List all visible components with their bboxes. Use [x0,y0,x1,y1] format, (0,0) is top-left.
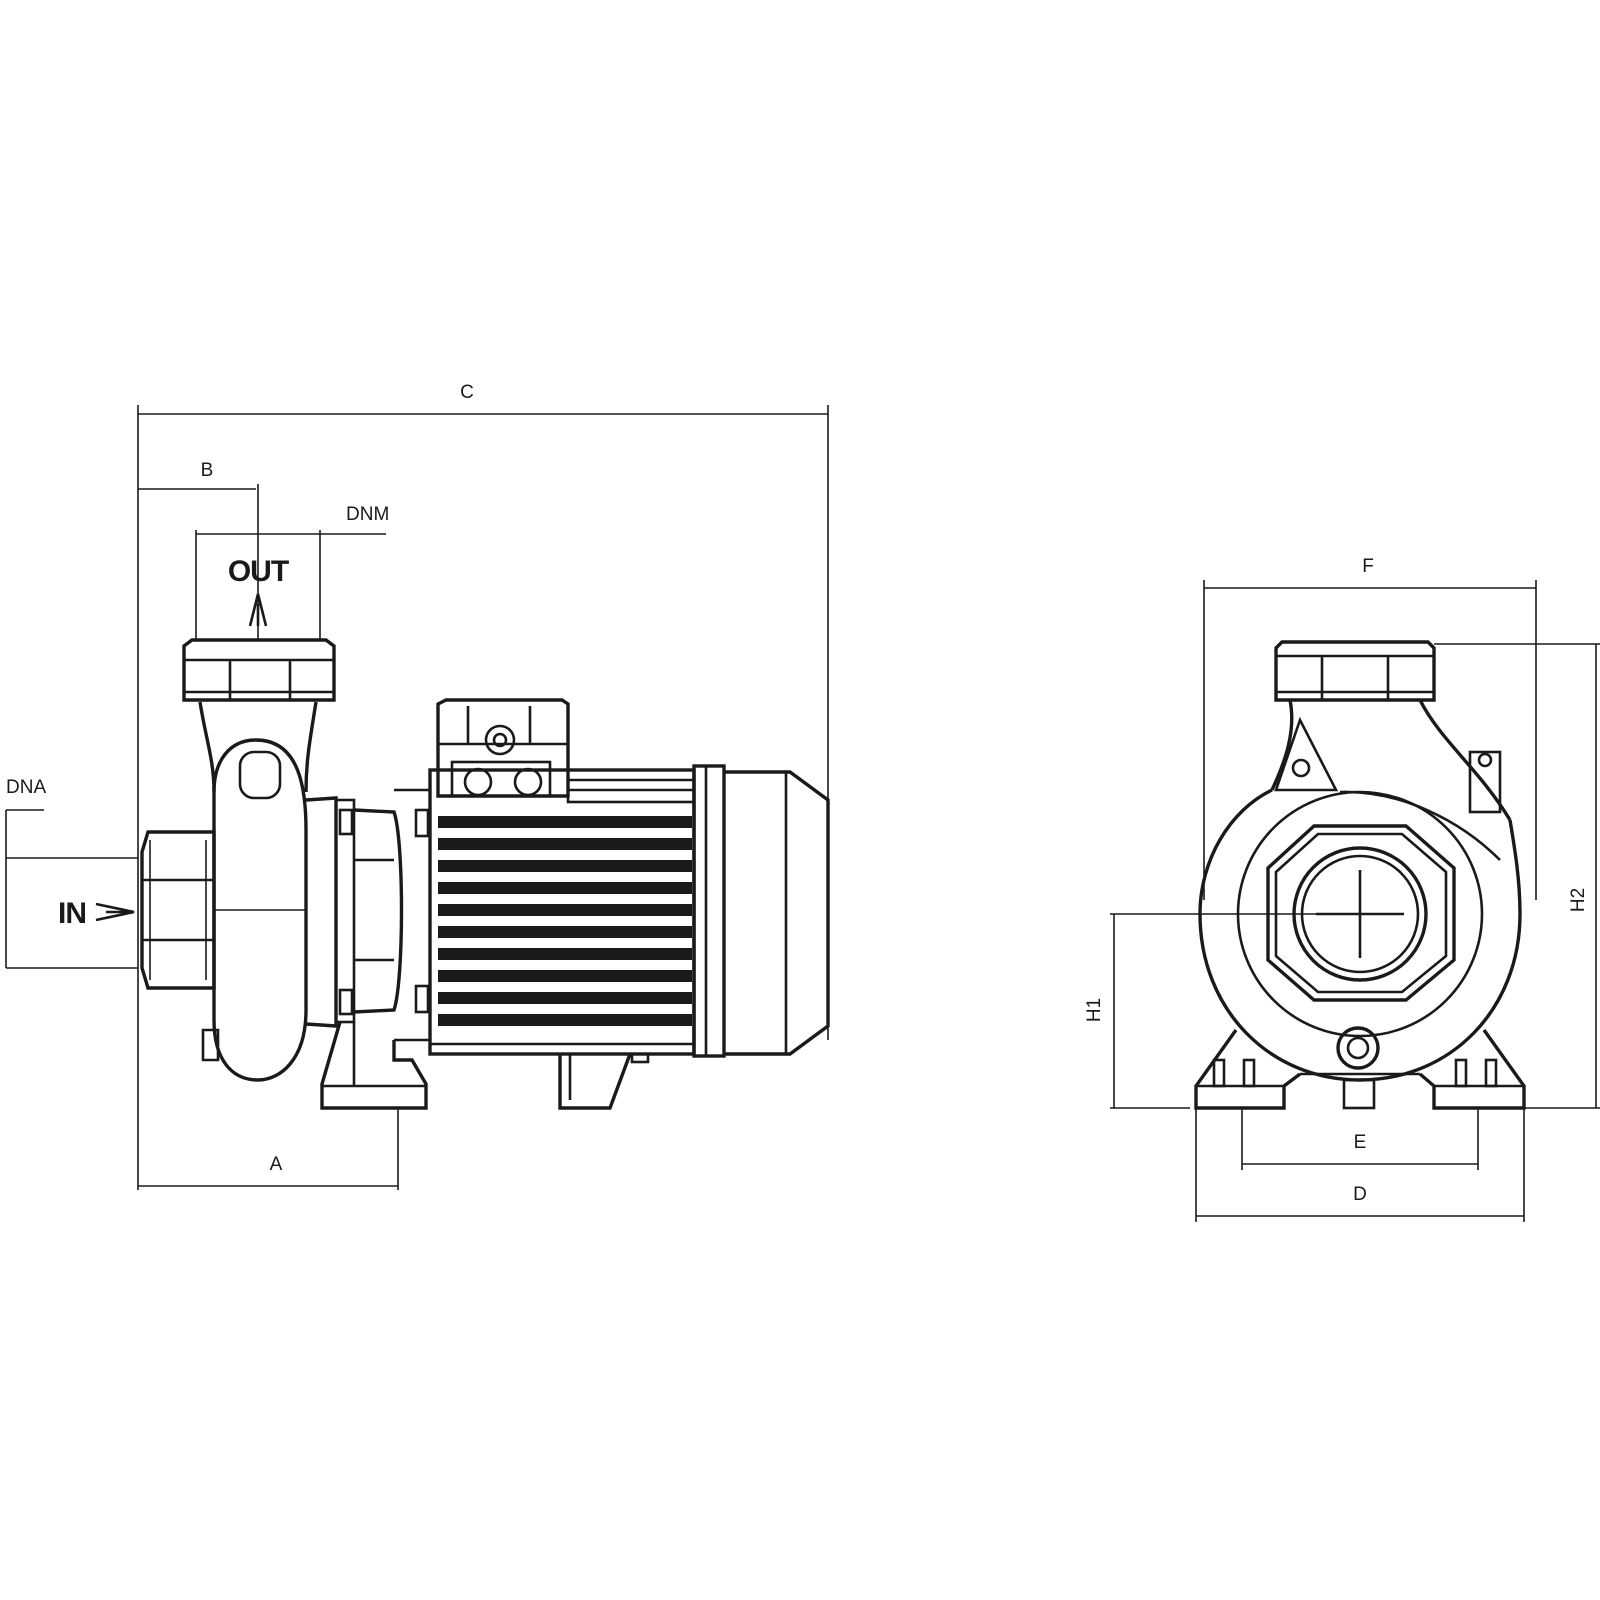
front-outlet-nut [1270,640,1512,821]
dim-label-e: E [1354,1132,1367,1153]
inlet-nut [140,830,216,990]
outlet-arrow-icon [248,593,268,627]
pump-foot [320,1021,428,1110]
drain-plug [1336,1026,1380,1070]
motor-foot [558,1052,650,1110]
dim-label-d: D [1353,1184,1367,1205]
dimension-f: F [1203,556,1537,900]
dimension-h2: H2 [1434,643,1600,1109]
fan-cover [692,764,830,1058]
pump-bracket [305,788,432,1042]
dimension-b: B [138,460,259,640]
outlet-label: OUT [228,555,289,588]
dimension-a: A [138,1108,399,1190]
dim-label-dna: DNA [6,777,46,798]
dim-label-h1: H1 [1084,998,1105,1022]
front-feet [1194,1029,1526,1110]
motor-body [428,768,696,1056]
inlet-indicator: IN [58,897,135,930]
dim-label-h2: H2 [1568,888,1589,912]
dimension-e: E [1241,1108,1479,1170]
terminal-box [436,698,570,798]
outlet-indicator: OUT [228,555,290,627]
dim-label-c: C [460,382,474,403]
inlet-label: IN [58,897,86,930]
pump-volute [201,738,308,1082]
outlet-neck [182,638,336,793]
dimension-dnm: DNM [195,504,389,640]
dim-label-dnm: DNM [346,504,389,525]
front-inlet-nut [1266,824,1456,1002]
dim-label-f: F [1362,556,1374,577]
inlet-arrow-icon [95,902,135,922]
dim-label-b: B [201,460,214,481]
dimension-d: D [1195,1108,1525,1222]
side-view: C B DNM OUT DNA [5,382,830,1190]
dimension-dna: DNA [5,777,138,969]
front-view: F H2 H1 [1084,556,1600,1222]
dim-label-a: A [270,1154,283,1175]
